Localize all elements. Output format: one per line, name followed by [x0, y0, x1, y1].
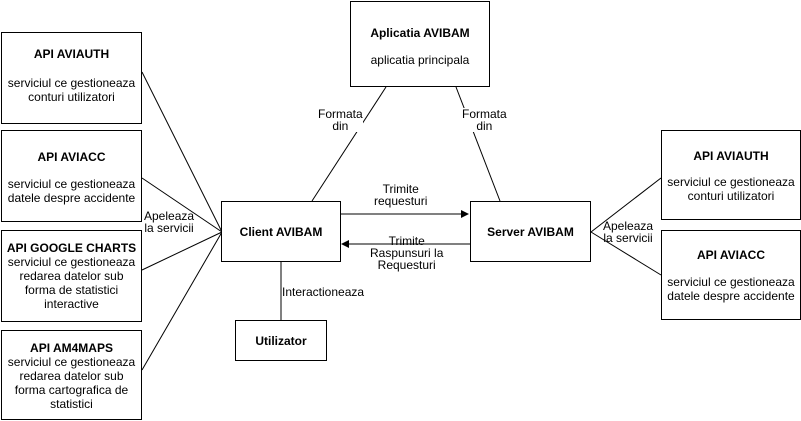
label-apeleaza-right: Apeleaza la servicii	[603, 220, 653, 244]
label-apeleaza-left-line2: la servicii	[144, 221, 194, 235]
label-apeleaza-right-line1: Apeleaza	[603, 219, 654, 233]
label-interactioneaza: Interactioneaza	[282, 285, 365, 299]
node-api-aviacc-right[interactable]: API AVIACC serviciul ce gestioneaza date…	[661, 230, 801, 320]
label-formata-right: Formata din	[462, 108, 507, 132]
edge-aviacc-left-client	[141, 177, 223, 233]
edge-google-charts-client	[141, 231, 223, 271]
node-api-aviauth-right-desc: serviciul ce gestioneaza conturi utiliza…	[667, 175, 795, 203]
node-api-aviauth-left-desc: serviciul ce gestioneaza conturi utiliza…	[7, 76, 136, 104]
edge-server-aviauth-right	[590, 177, 662, 233]
node-user[interactable]: Utilizator	[235, 320, 327, 361]
label-formata-right-line2: din	[476, 119, 493, 133]
node-app-title: Aplicatia AVIBAM	[370, 26, 470, 40]
node-api-aviauth-left-title: API AVIAUTH	[33, 47, 110, 61]
label-trimite-requesturi-line2: requesturi	[374, 194, 428, 208]
node-api-am4maps-desc: serviciul ce gestioneaza redarea datelor…	[7, 355, 136, 411]
edge-server-app	[455, 86, 501, 202]
node-api-aviacc-left[interactable]: API AVIACC serviciul ce gestioneaza date…	[1, 130, 142, 222]
label-trimite-requesturi-line1: Trimite	[382, 182, 419, 196]
node-api-aviacc-right-desc: serviciul ce gestioneaza datele despre a…	[667, 275, 795, 303]
label-trimite-requesturi: Trimite requesturi	[374, 183, 427, 207]
node-api-aviacc-left-title: API AVIACC	[37, 150, 106, 164]
label-formata-left-line1: Formata	[318, 107, 363, 121]
label-trimite-raspunsuri-line2: Raspunsuri la	[370, 246, 444, 260]
label-formata-left: Formata din	[318, 108, 363, 132]
edge-client-app	[311, 86, 387, 202]
node-api-google-charts[interactable]: API GOOGLE CHARTS serviciul ce gestionea…	[1, 230, 142, 322]
label-apeleaza-right-line2: la servicii	[603, 231, 653, 245]
label-formata-right-line1: Formata	[462, 107, 507, 121]
node-api-am4maps-title: API AM4MAPS	[30, 341, 113, 355]
edge-aviauth-left-client	[141, 71, 223, 233]
node-api-aviauth-right-title: API AVIAUTH	[693, 149, 769, 163]
node-app-desc: aplicatia principala	[370, 53, 470, 67]
label-apeleaza-left: Apeleaza la servicii	[144, 210, 194, 234]
node-user-title: Utilizator	[255, 334, 307, 348]
label-apeleaza-left-line1: Apeleaza	[144, 209, 195, 223]
node-api-am4maps[interactable]: API AM4MAPS serviciul ce gestioneaza red…	[1, 330, 142, 420]
node-api-aviacc-right-title: API AVIACC	[696, 248, 765, 262]
node-api-aviauth-left[interactable]: API AVIAUTH serviciul ce gestioneaza con…	[1, 32, 142, 124]
node-server[interactable]: Server AVIBAM	[470, 201, 591, 262]
edge-am4maps-client	[141, 231, 223, 371]
node-api-aviauth-right[interactable]: API AVIAUTH serviciul ce gestioneaza con…	[661, 130, 801, 220]
node-server-title: Server AVIBAM	[487, 225, 574, 239]
label-formata-left-line2: din	[332, 119, 349, 133]
node-api-google-charts-title: API GOOGLE CHARTS	[6, 241, 137, 255]
edge-server-aviacc-right	[590, 231, 662, 276]
label-trimite-raspunsuri: Trimite Raspunsuri la Requesturi	[370, 235, 443, 271]
node-api-google-charts-desc: serviciul ce gestioneaza redarea datelor…	[7, 255, 136, 311]
node-client[interactable]: Client AVIBAM	[221, 201, 341, 262]
node-app[interactable]: Aplicatia AVIBAM aplicatia principala	[350, 1, 490, 87]
label-trimite-raspunsuri-line1: Trimite	[388, 234, 425, 248]
node-client-title: Client AVIBAM	[239, 225, 323, 239]
label-trimite-raspunsuri-line3: Requesturi	[377, 258, 436, 272]
node-api-aviacc-left-desc: serviciul ce gestioneaza datele despre a…	[7, 177, 136, 205]
